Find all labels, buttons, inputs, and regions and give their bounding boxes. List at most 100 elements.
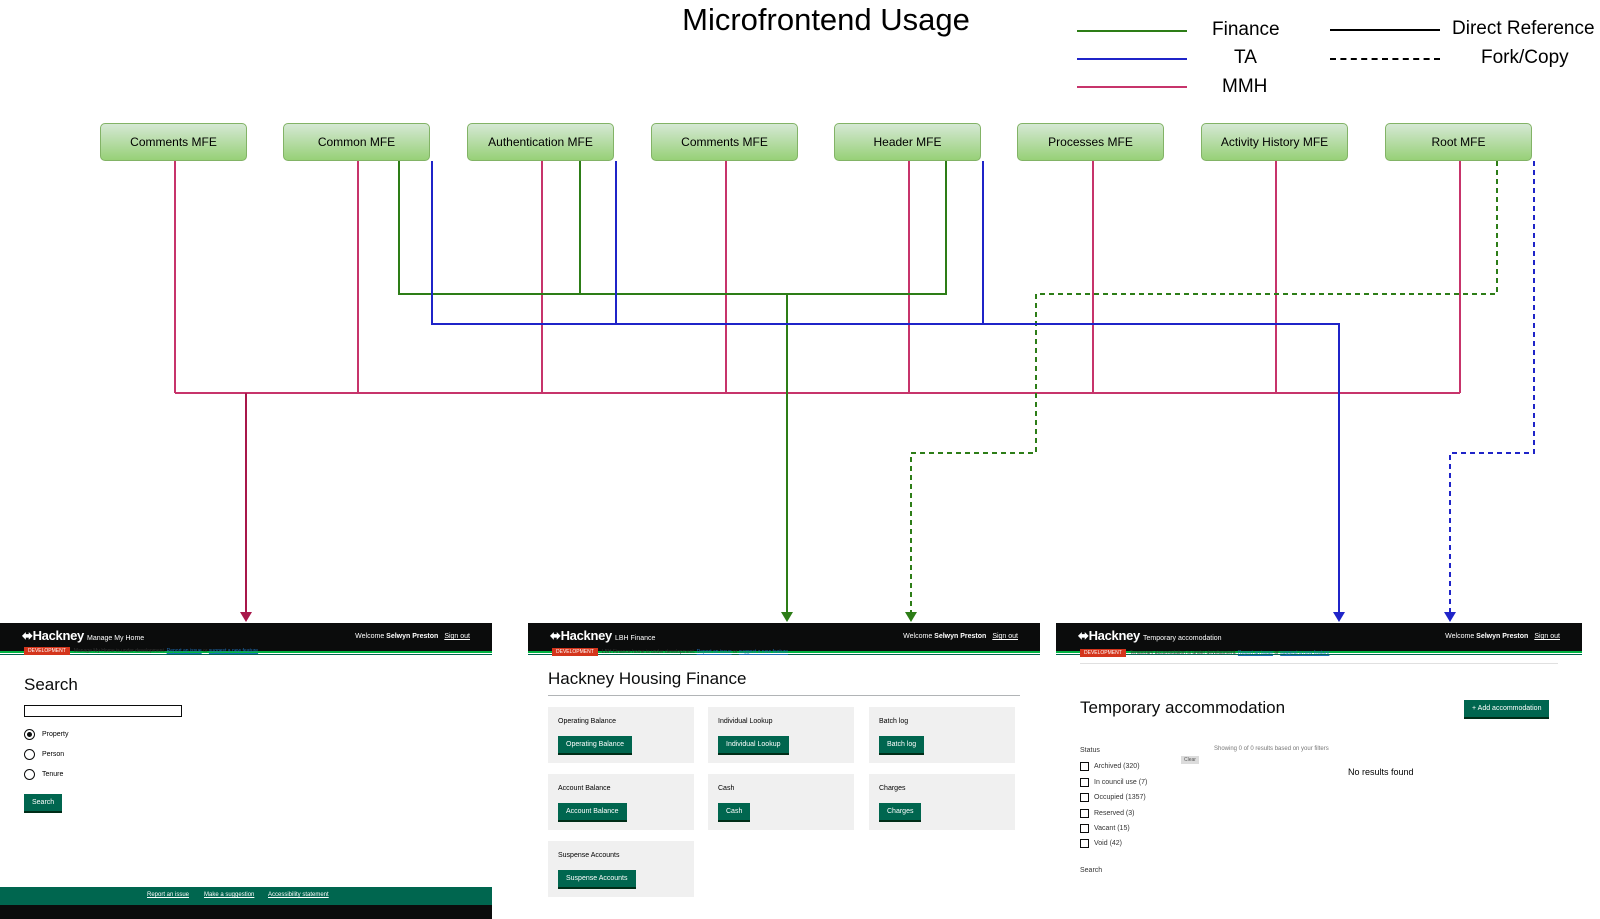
cash-button[interactable]: Cash xyxy=(718,803,751,820)
legend-swatch-finance xyxy=(1077,30,1187,32)
logo-text: Hackney xyxy=(1088,628,1141,643)
user-name: Selwyn Preston xyxy=(934,633,987,640)
filter-checkbox-archived[interactable] xyxy=(1080,762,1089,771)
mmh-arrowhead xyxy=(240,612,252,622)
no-results-message: No results found xyxy=(1348,767,1414,777)
legend-label-ta: TA xyxy=(1234,47,1257,68)
sign-out-link[interactable]: Sign out xyxy=(1534,633,1560,640)
clear-filters-button[interactable]: Clear xyxy=(1181,756,1199,764)
footer-report-link[interactable]: Report an issue xyxy=(147,892,190,898)
user-name: Selwyn Preston xyxy=(1476,633,1529,640)
add-accommodation-button[interactable]: + Add accommodation xyxy=(1464,700,1550,717)
filter-checkbox-vacant[interactable] xyxy=(1080,824,1089,833)
mfe-box-comments-2: Comments MFE xyxy=(651,123,798,161)
page-title: Temporary accommodation xyxy=(1080,698,1286,717)
ta-arrowhead-2 xyxy=(1444,612,1456,622)
welcome-text: Welcome Selwyn Preston Sign out xyxy=(1445,633,1560,640)
banner-divider xyxy=(1080,663,1558,664)
footer-links-bar: Report an issue Make a suggestion Access… xyxy=(0,887,492,905)
welcome-label: Welcome xyxy=(355,633,385,640)
service-name: LBH Finance xyxy=(614,635,656,642)
card-title: Individual Lookup xyxy=(718,718,773,725)
card-title: Charges xyxy=(879,785,906,792)
page-title: Search xyxy=(24,675,78,694)
radio-person[interactable] xyxy=(24,749,35,760)
filter-checkbox-occupied[interactable] xyxy=(1080,793,1089,802)
filter-checkbox-reserved[interactable] xyxy=(1080,809,1089,818)
service-name: Manage My Home xyxy=(86,635,145,642)
suspense-accounts-button[interactable]: Suspense Accounts xyxy=(558,870,636,887)
radio-label-property: Property xyxy=(42,731,69,738)
suggest-feature-link[interactable]: suggest a new feature xyxy=(208,648,259,654)
report-issue-link[interactable]: Report an issue xyxy=(696,649,732,655)
sign-out-link[interactable]: Sign out xyxy=(992,633,1018,640)
search-input[interactable] xyxy=(24,705,182,717)
suggest-feature-link[interactable]: suggest a new feature xyxy=(738,649,789,655)
banner-or: or xyxy=(203,648,208,654)
filter-label-in-council-use: In council use (7) xyxy=(1094,779,1148,786)
header-stripe-2 xyxy=(528,654,1040,655)
service-name: Temporary accomodation xyxy=(1142,635,1222,642)
finance-fork xyxy=(910,161,1498,612)
legend-label-fork: Fork/Copy xyxy=(1481,47,1569,68)
diagram-title: Microfrontend Usage xyxy=(682,2,970,37)
operating-balance-button[interactable]: Operating Balance xyxy=(558,736,632,753)
batch-log-button[interactable]: Batch log xyxy=(879,736,925,753)
banner-or: or xyxy=(1274,650,1279,656)
logo-text: Hackney xyxy=(560,628,613,643)
ta-connectors xyxy=(431,161,1535,612)
legend-swatch-mmh xyxy=(1077,86,1187,88)
ta-fork xyxy=(1449,161,1535,612)
phase-tag: DEVELOPMENT xyxy=(24,647,70,655)
filter-label-vacant: Vacant (15) xyxy=(1094,825,1130,832)
legend-swatch-fork xyxy=(1330,58,1440,60)
header-stripe xyxy=(528,651,1040,653)
charges-button[interactable]: Charges xyxy=(879,803,922,820)
account-balance-button[interactable]: Account Balance xyxy=(558,803,627,820)
filter-checkbox-in-council-use[interactable] xyxy=(1080,778,1089,787)
report-issue-link[interactable]: Report an issue xyxy=(166,648,202,654)
welcome-label: Welcome xyxy=(1445,633,1475,640)
status-filter-label: Status xyxy=(1080,747,1100,754)
search-button[interactable]: Search xyxy=(24,794,63,811)
card-title: Operating Balance xyxy=(558,718,616,725)
report-issue-link[interactable]: Report an issue xyxy=(1237,650,1273,656)
suggest-feature-link[interactable]: suggest a new feature xyxy=(1280,650,1330,656)
mfe-box-root: Root MFE xyxy=(1385,123,1532,161)
footer-base xyxy=(0,905,492,919)
finance-arrowhead-1 xyxy=(781,612,793,622)
radio-tenure[interactable] xyxy=(24,769,35,780)
filter-label-archived: Archived (320) xyxy=(1094,763,1140,770)
sign-out-link[interactable]: Sign out xyxy=(444,633,470,640)
results-count-text: Showing 0 of 0 results based on your fil… xyxy=(1214,746,1329,752)
filter-checkbox-void[interactable] xyxy=(1080,839,1089,848)
mfe-box-common: Common MFE xyxy=(283,123,430,161)
radio-label-person: Person xyxy=(42,751,65,758)
footer-suggestion-link[interactable]: Make a suggestion xyxy=(204,892,255,898)
radio-property[interactable] xyxy=(24,729,35,740)
header-stripe xyxy=(1056,651,1582,653)
individual-lookup-button[interactable]: Individual Lookup xyxy=(718,736,789,753)
ta-arrowhead-1 xyxy=(1333,612,1345,622)
banner-text: Temporary accomodation is under developm… xyxy=(1129,650,1237,656)
header-stripe-2 xyxy=(0,654,492,655)
legend-label-finance: Finance xyxy=(1212,19,1280,40)
footer-accessibility-link[interactable]: Accessibility statement xyxy=(268,892,329,898)
page-title: Hackney Housing Finance xyxy=(548,669,747,688)
card-title: Batch log xyxy=(879,718,909,725)
finance-arrowhead-2 xyxy=(905,612,917,622)
